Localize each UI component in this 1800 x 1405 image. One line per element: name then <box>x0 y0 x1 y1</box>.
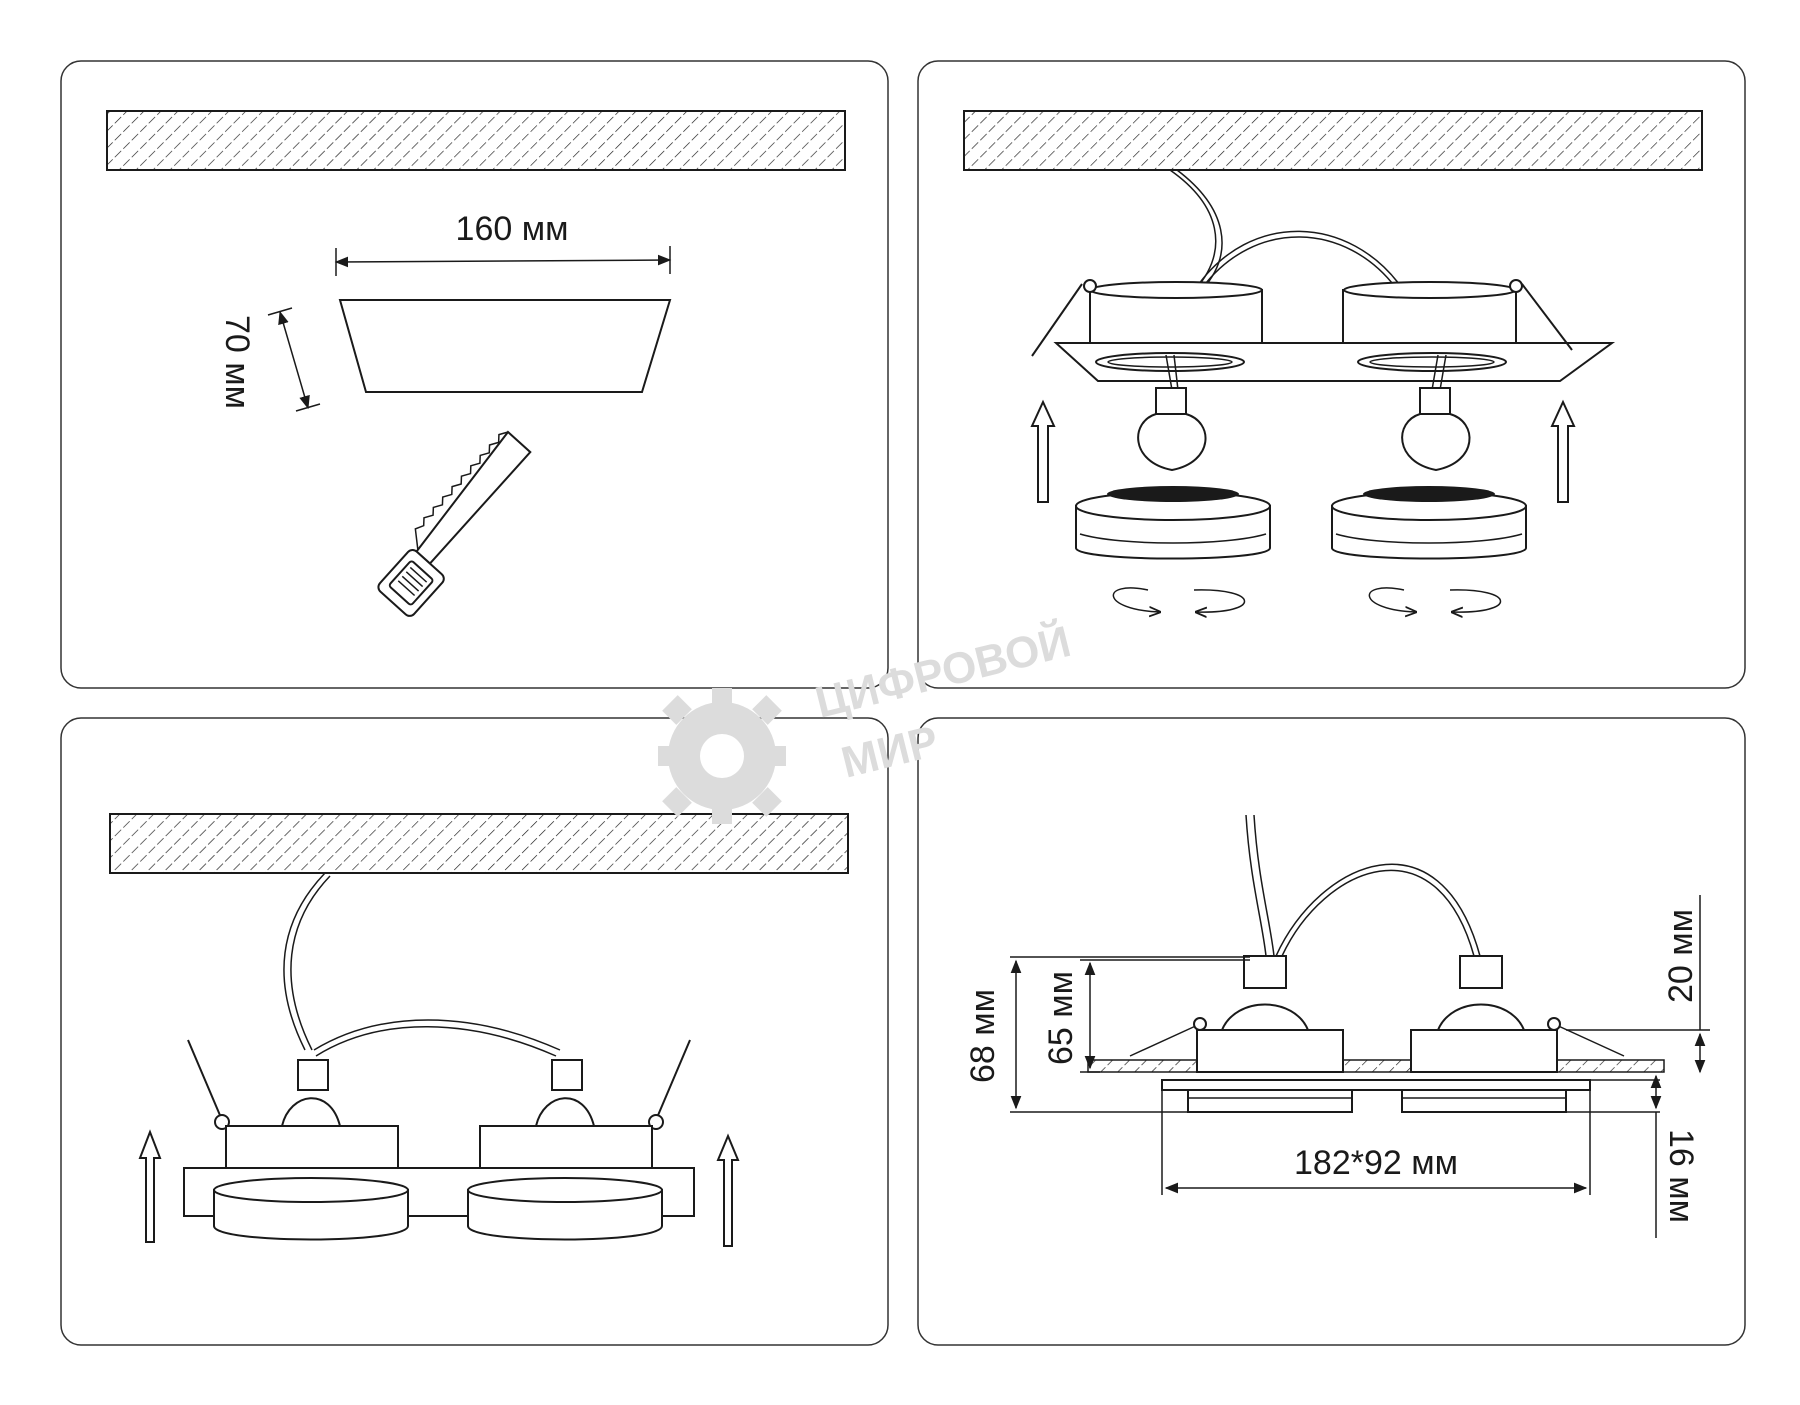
ceiling-hatch <box>963 110 1703 171</box>
power-cable <box>1245 814 1267 957</box>
total-height-label: 68 мм <box>964 989 1002 1083</box>
frame-plate <box>1053 342 1616 382</box>
ceiling-hatch <box>109 813 849 874</box>
up-arrow-icon <box>716 1133 740 1247</box>
top-gap-label: 20 мм <box>1662 909 1700 1003</box>
cutout-shape <box>338 299 672 393</box>
glass-ring <box>1331 486 1527 560</box>
rotate-icon <box>1112 587 1502 612</box>
up-arrow-icon <box>1550 399 1576 503</box>
ceiling-hatch <box>106 110 846 171</box>
frame-plate <box>1161 1079 1591 1091</box>
frame-size-label: 182*92 мм <box>1294 1144 1458 1182</box>
width-dimension-line <box>334 254 672 268</box>
frame-height-label: 16 мм <box>1662 1129 1700 1223</box>
panel-assembly <box>917 60 1746 689</box>
bulb-icon <box>1137 354 1207 472</box>
glass-ring <box>1075 486 1271 560</box>
saw-icon <box>377 430 532 617</box>
height-dimension-line <box>278 310 310 410</box>
body-height-label: 65 мм <box>1042 971 1080 1065</box>
panel-cutout: 160 мм 70 мм <box>60 60 889 689</box>
ceiling-hatch <box>1087 1059 1665 1073</box>
panel-installation <box>60 717 889 1346</box>
panel-dimensions: 68 мм 65 мм 20 мм 16 мм 182*92 мм <box>917 717 1746 1346</box>
up-arrow-icon <box>1030 399 1056 503</box>
bulb-icon <box>1401 354 1471 472</box>
gear-icon <box>658 688 786 824</box>
power-cable <box>283 872 326 1051</box>
up-arrow-icon <box>138 1129 162 1243</box>
height-label: 70 мм <box>218 315 256 409</box>
width-label: 160 мм <box>456 210 569 248</box>
